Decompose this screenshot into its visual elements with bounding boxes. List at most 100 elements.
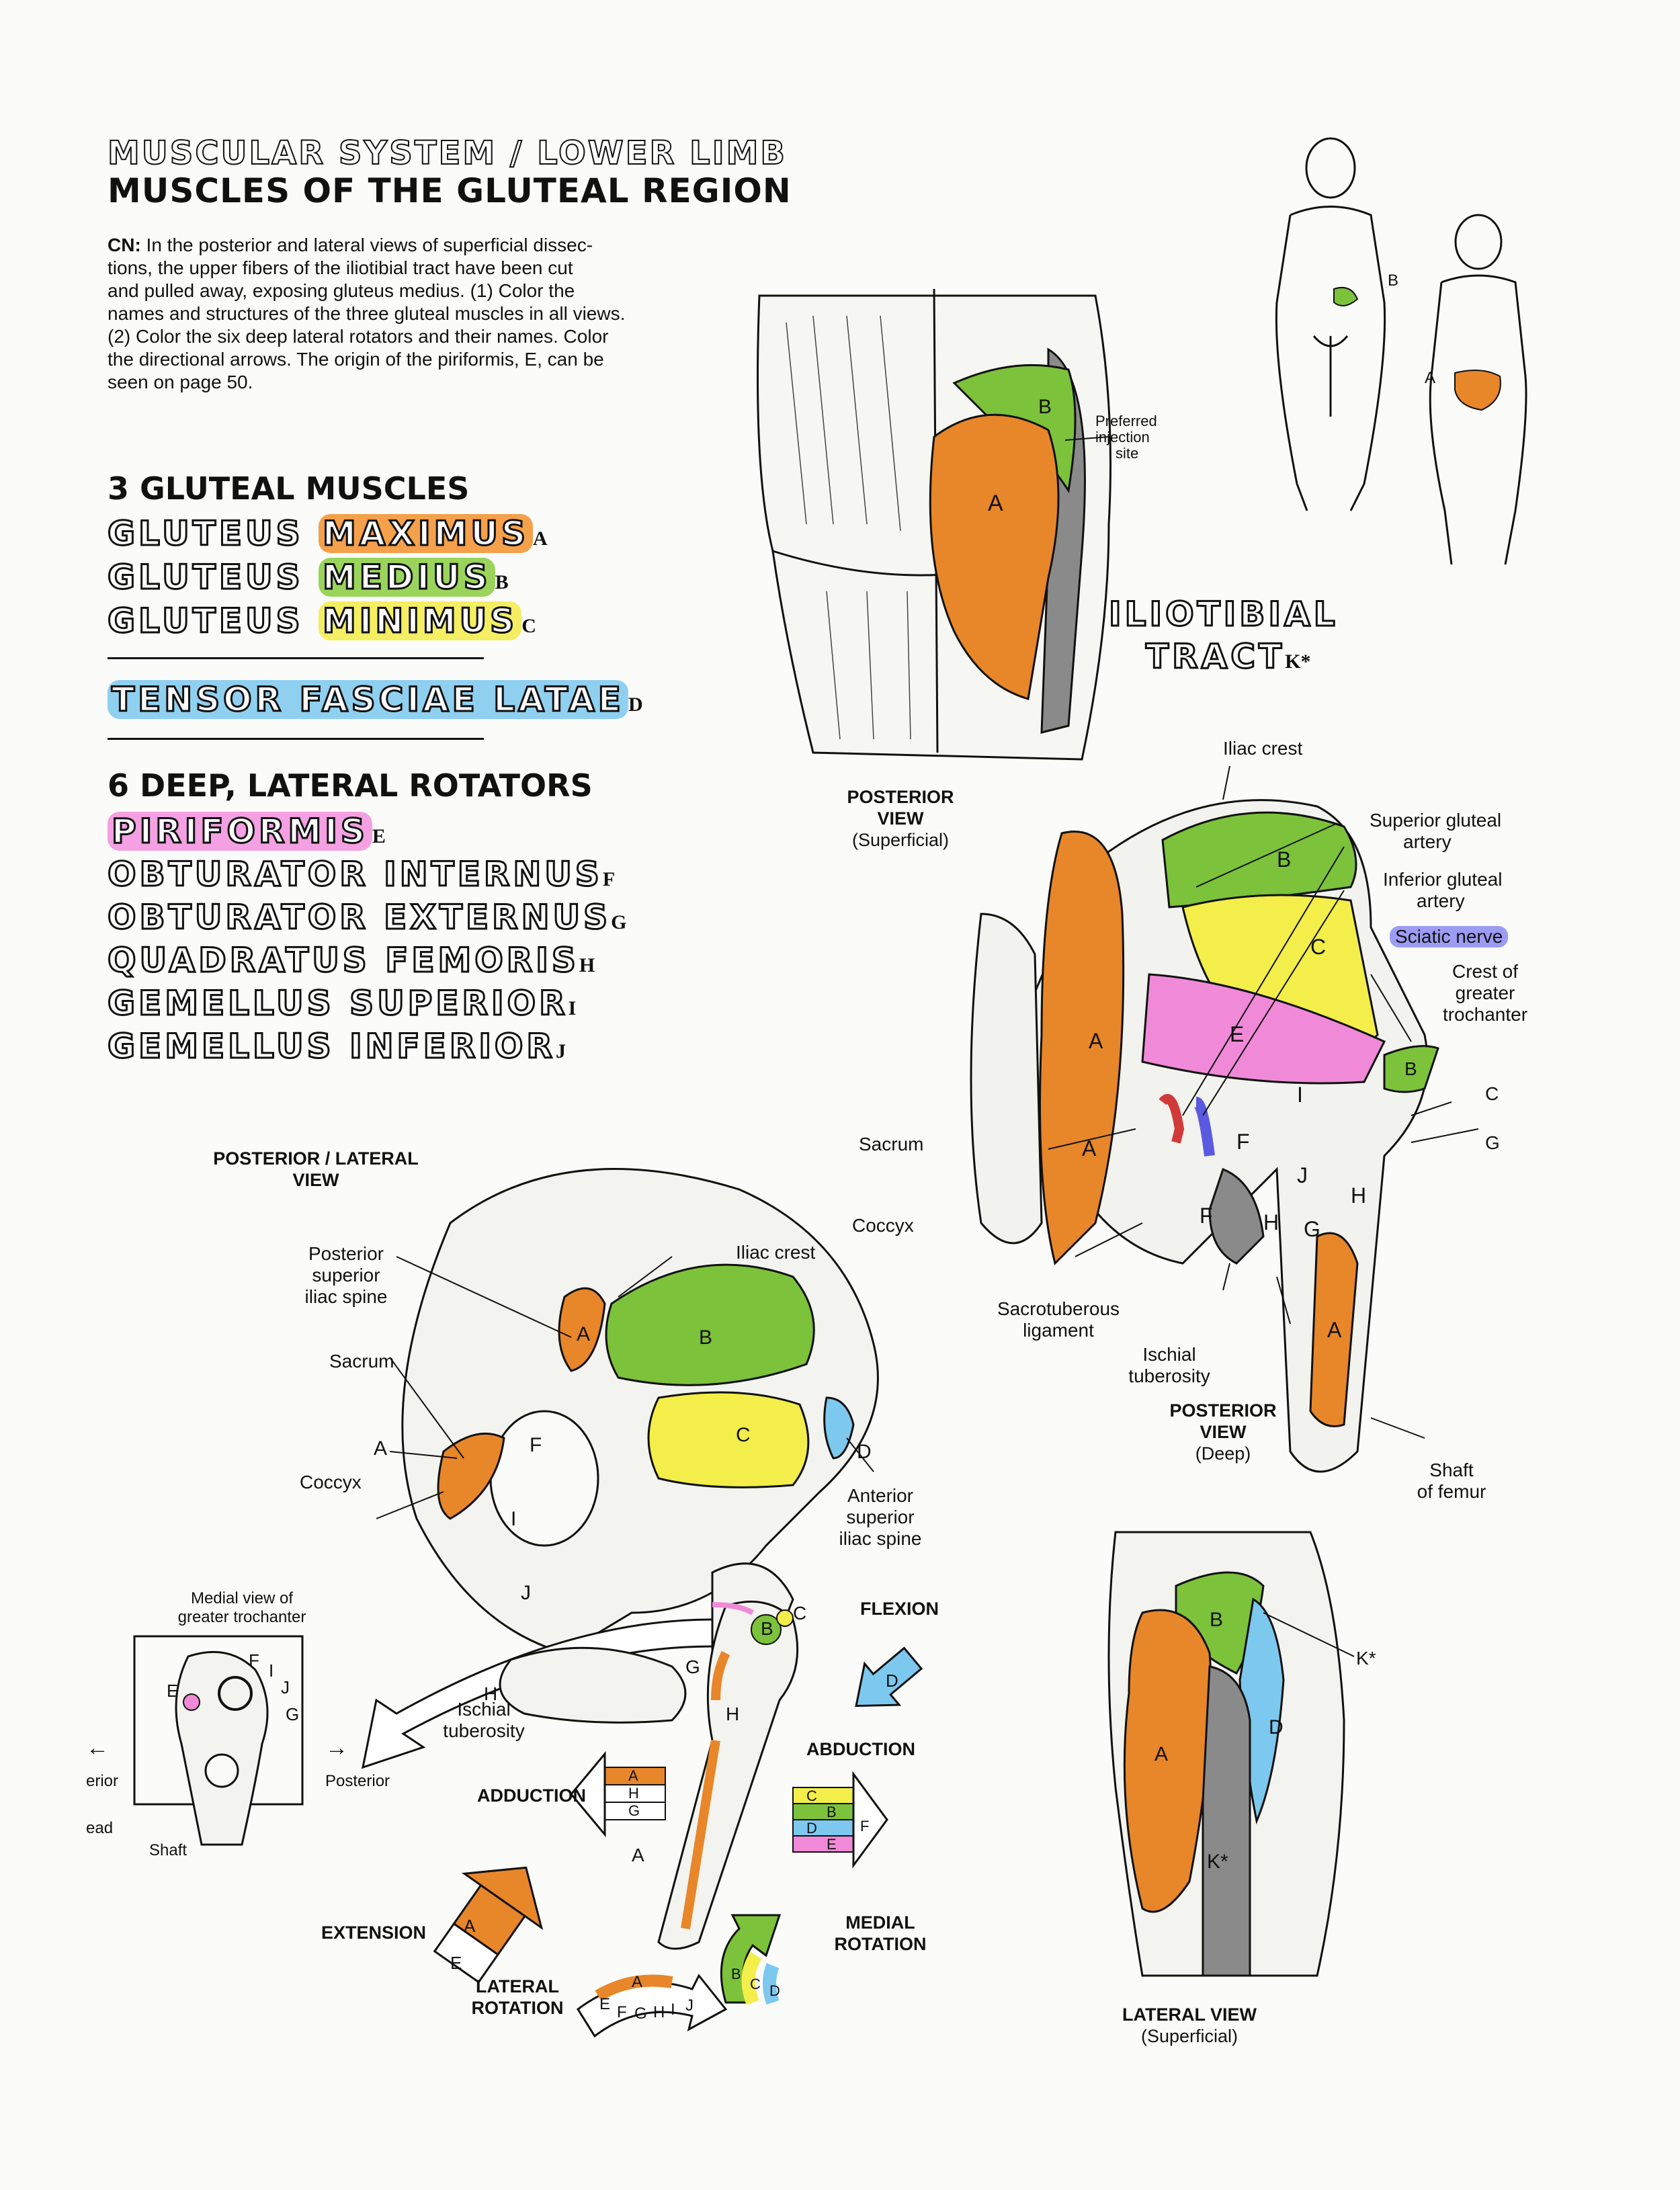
label-a: A [632, 1973, 642, 1991]
label-coccyx: Coccyx [300, 1472, 362, 1492]
action-text: LATERAL [476, 1976, 559, 1996]
label-text: tuberosity [443, 1720, 525, 1741]
label-shaft: Shaft [149, 1841, 187, 1859]
tag-j: J [555, 1040, 566, 1062]
caption-subtitle: (Superficial) [1140, 2026, 1238, 2046]
medius-insertion-dot [751, 1614, 782, 1645]
piriformis-insertion-line [712, 1602, 755, 1615]
label-h: H [628, 1785, 639, 1802]
section-title: MUSCULAR SYSTEM / LOWER LIMB [107, 134, 787, 173]
label-sacrum: Sacrum [859, 1134, 924, 1154]
label-sacrum: Sacrum [329, 1351, 394, 1372]
rotator-name: QUADRATUS FEMORIS [107, 940, 579, 981]
posterior-superficial-view: A B [757, 288, 1111, 761]
action-text: ROTATION [834, 1934, 927, 1954]
gluteal-word: GLUTEUS [107, 601, 304, 642]
label-h: H [484, 1683, 497, 1704]
gluteus-maximus-shape [1123, 1609, 1212, 1913]
label-sciatic-nerve: Sciatic nerve [1390, 926, 1509, 947]
posterior-superficial-caption: POSTERIOR VIEW (Superficial) [827, 786, 974, 851]
instructions-line: In the posterior and lateral views of su… [146, 235, 593, 255]
label-b: B [1404, 1058, 1417, 1079]
label-anterior: erior [86, 1772, 119, 1790]
figure-label-b: B [1388, 271, 1398, 290]
medial-rotation-letters: B C D [731, 1966, 780, 1999]
label-b: B [1277, 847, 1291, 872]
label-psis: Posterior superior iliac spine [289, 1243, 403, 1308]
figure-back-view [1275, 137, 1386, 511]
label-crest-greater-trochanter: Crest of greater trochanter [1431, 961, 1539, 1025]
deep-letters: A A B C E I F J H H G F A B [1082, 847, 1417, 1342]
inset-title: Medial view of [190, 1589, 294, 1607]
label-j: J [281, 1677, 290, 1697]
action-flexion: FLEXION [860, 1599, 939, 1619]
label-e: E [167, 1681, 178, 1701]
medial-rotation-arrow [720, 1914, 782, 2005]
posterior-deep-caption: POSTERIOR VIEW (Deep) [1136, 1400, 1310, 1464]
tag-g: G [611, 911, 627, 933]
pl-leaders [376, 1256, 874, 1519]
tensor-name: TENSOR FASCIAE LATAE [108, 679, 628, 720]
left-arrow-icon: ← [86, 1735, 109, 1761]
label-f: F [249, 1650, 259, 1671]
tag-a: A [533, 528, 548, 550]
label-j: J [521, 1582, 531, 1604]
leader-line [1263, 1612, 1355, 1657]
instructions-line: tions, the upper fibers of the iliotibia… [108, 257, 573, 278]
gluteus-maximus-cut [1039, 831, 1125, 1265]
label-text: trochanter [1442, 1004, 1528, 1025]
inferior-gluteal-artery [1159, 1094, 1185, 1144]
medial-inset-figure: E F I J G [133, 1635, 304, 1846]
tag-d: D [628, 693, 643, 716]
iliotibial-word: TRACT [1144, 636, 1286, 677]
label-text: iliac spine [839, 1528, 922, 1549]
label-d: D [886, 1671, 898, 1691]
divider [108, 657, 484, 659]
label-i: I [1297, 1083, 1303, 1107]
label-b: B [827, 1804, 837, 1820]
label-f: F [1200, 1204, 1213, 1228]
label-h: H [653, 2003, 665, 2021]
label-d: D [1269, 1716, 1284, 1738]
tag-i: I [568, 997, 577, 1019]
label-g: G [685, 1656, 700, 1677]
label-text: iliac spine [304, 1286, 388, 1307]
rotator-name: GEMELLUS SUPERIOR [107, 983, 569, 1024]
label-h: H [1351, 1183, 1366, 1208]
injection-site-label: Preferred injection site [1095, 413, 1157, 462]
action-lateral-rotation: LATERAL ROTATION [457, 1976, 578, 2019]
caption-title: VIEW [1200, 1422, 1247, 1442]
flexion-arrow [855, 1646, 923, 1708]
instructions-lead: CN: [108, 235, 141, 255]
minimus-insertion-dot [776, 1609, 794, 1627]
label-text: superior [312, 1265, 380, 1286]
label-b: B [699, 1326, 712, 1349]
figure-label-a: A [1425, 369, 1435, 387]
rotator-row: QUADRATUS FEMORISH [107, 940, 595, 981]
label-j: J [685, 1996, 694, 2015]
maximus-insertion-line [711, 1650, 730, 1701]
label-f: F [617, 2003, 627, 2021]
label-superior-gluteal-artery: Superior gluteal artery [1370, 810, 1501, 853]
rotator-name: OBTURATOR EXTERNUS [106, 897, 612, 938]
femur-letters: B C G H H A [484, 1603, 806, 1865]
label-shaft-of-femur: Shaft of femur [1398, 1460, 1505, 1503]
label-sacrotuberous-ligament: Sacrotuberous ligament [978, 1298, 1139, 1341]
instructions-line: seen on page 50. [108, 372, 253, 392]
label-a: A [1089, 1029, 1103, 1053]
iliotibial-label-1: ILIOTIBIAL [1108, 594, 1339, 635]
medial-inset-title: Medial view of greater trochanter [141, 1589, 343, 1627]
label-head: ead [86, 1819, 114, 1837]
figure-maximus-mark [1454, 370, 1501, 411]
gluteal-name-minimus: MINIMUS [319, 601, 522, 642]
gluteal-word: GLUTEUS [107, 557, 304, 598]
inset-letters: E F I J G [167, 1650, 299, 1724]
instructions-line: the directional arrows. The origin of th… [108, 349, 604, 370]
label-a: A [577, 1323, 590, 1345]
page-title: MUSCLES OF THE GLUTEAL REGION [108, 171, 792, 210]
label-text: Ischial [457, 1699, 511, 1720]
caption-title: POSTERIOR / LATERAL [213, 1148, 419, 1169]
